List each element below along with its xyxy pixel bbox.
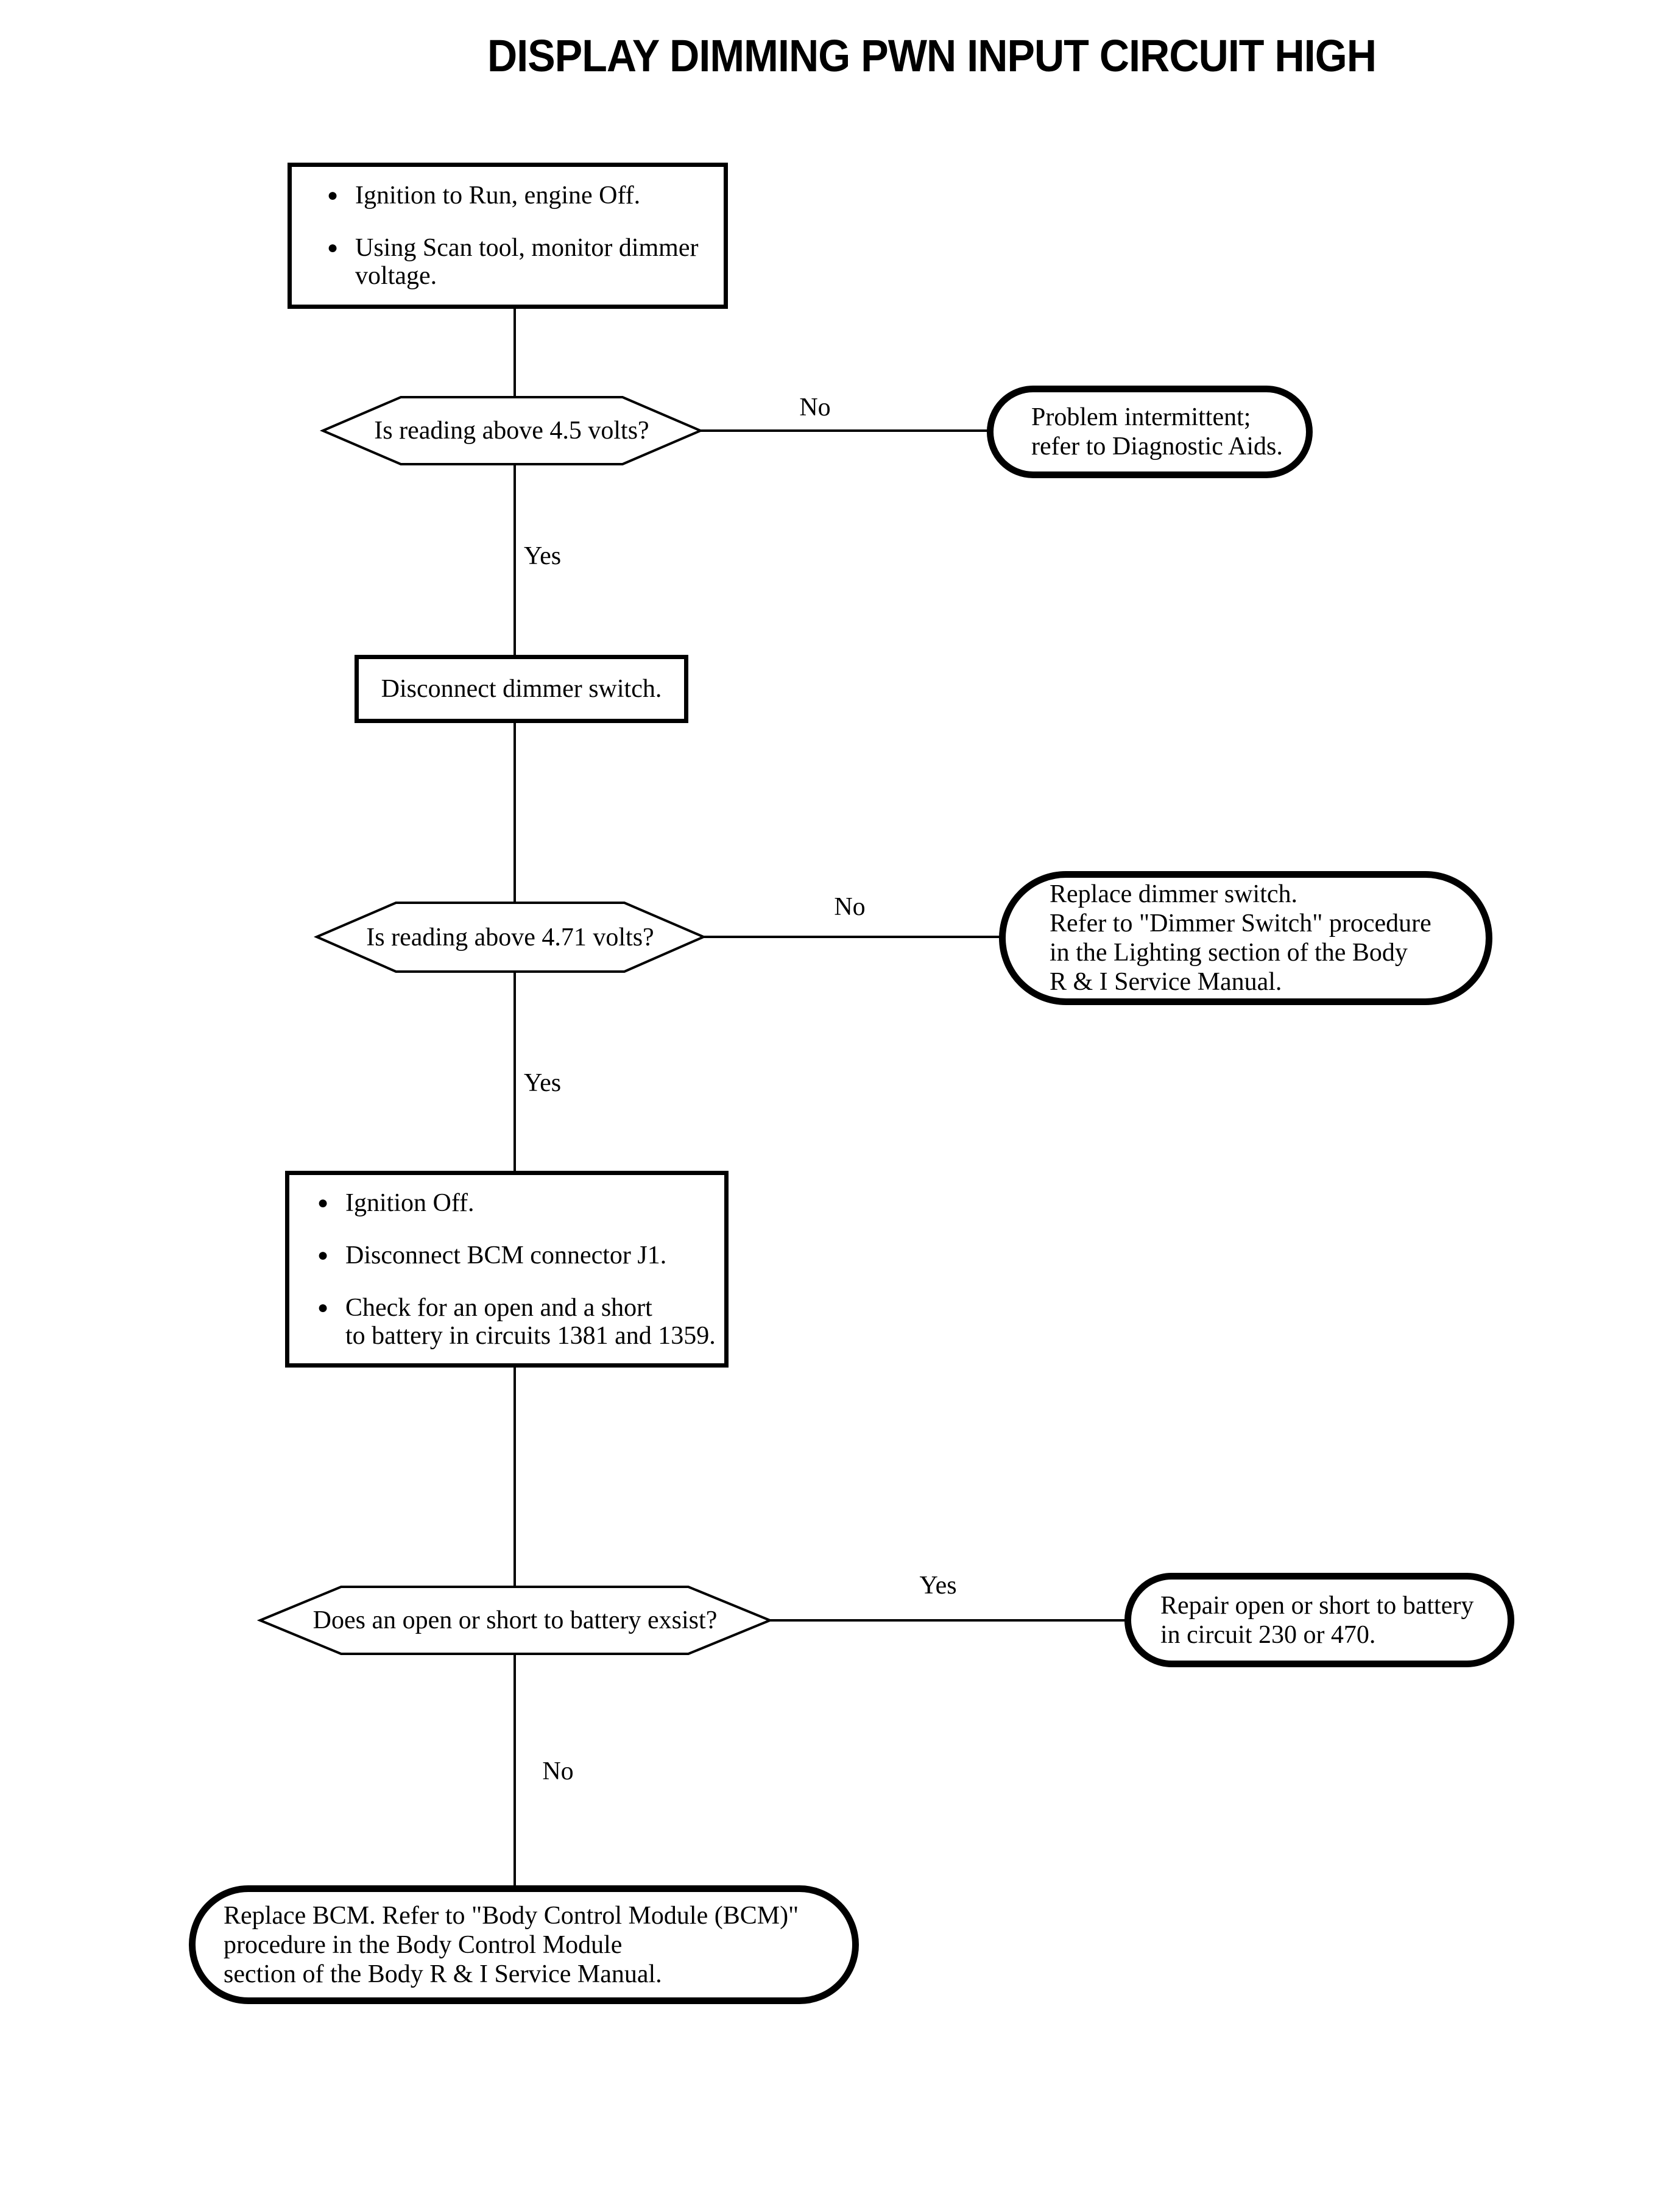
list-item-text: Ignition to Run, engine Off. (355, 182, 641, 210)
list-item: ● Using Scan tool, monitor dimmer voltag… (322, 234, 711, 290)
terminal-text: Replace dimmer switch. Refer to "Dimmer … (1050, 880, 1431, 996)
bullet-icon: ● (327, 185, 339, 205)
branch-label-yes-1: Yes (524, 542, 562, 570)
decision-3-question: Does an open or short to battery exsist? (312, 1606, 718, 1634)
terminal-replace-bcm: Replace BCM. Refer to "Body Control Modu… (189, 1885, 859, 2004)
decision-hexagon-1 (319, 396, 704, 465)
process-text: Disconnect dimmer switch. (381, 675, 662, 703)
terminal-replace-dimmer-switch: Replace dimmer switch. Refer to "Dimmer … (999, 871, 1492, 1005)
decision-hexagon-3 (256, 1586, 774, 1655)
process-box-bcm-checks: ● Ignition Off. ● Disconnect BCM connect… (285, 1171, 729, 1368)
list-item: ● Disconnect BCM connector J1. (312, 1241, 713, 1269)
decision-1-question: Is reading above 4.5 volts? (374, 417, 649, 445)
list-item-text: Ignition Off. (345, 1188, 475, 1217)
list-item: ● Check for an open and a short to batte… (312, 1293, 716, 1350)
list-item-text: Disconnect BCM connector J1. (345, 1241, 667, 1269)
terminal-text: Replace BCM. Refer to "Body Control Modu… (224, 1901, 799, 1988)
branch-label-yes-3: Yes (919, 1572, 957, 1600)
branch-label-yes-2: Yes (524, 1069, 562, 1097)
decision-2-question: Is reading above 4.71 volts? (366, 923, 654, 951)
bullet-icon: ● (327, 238, 339, 258)
process-box-disconnect-dimmer: Disconnect dimmer switch. (355, 655, 688, 723)
list-item-text: Using Scan tool, monitor dimmer voltage. (355, 234, 699, 290)
terminal-repair-open-short: Repair open or short to battery in circu… (1124, 1573, 1514, 1667)
bullet-icon: ● (317, 1192, 329, 1213)
decision-hexagon-2 (313, 902, 707, 973)
list-item-text: Check for an open and a short to battery… (345, 1293, 716, 1350)
branch-label-no-1: No (799, 394, 831, 422)
list-item: ● Ignition Off. (312, 1189, 713, 1217)
process-box-initial-steps: ● Ignition to Run, engine Off. ● Using S… (288, 163, 728, 309)
bullet-icon: ● (317, 1297, 329, 1318)
terminal-text: Repair open or short to battery in circu… (1160, 1591, 1474, 1649)
branch-label-no-2: No (834, 893, 866, 921)
list-item: ● Ignition to Run, engine Off. (322, 182, 711, 210)
terminal-text: Problem intermittent; refer to Diagnosti… (1031, 403, 1283, 461)
page-title: DISPLAY DIMMING PWN INPUT CIRCUIT HIGH (487, 30, 1377, 81)
branch-label-no-3: No (542, 1757, 574, 1785)
bullet-icon: ● (317, 1244, 329, 1265)
terminal-problem-intermittent: Problem intermittent; refer to Diagnosti… (987, 386, 1313, 478)
